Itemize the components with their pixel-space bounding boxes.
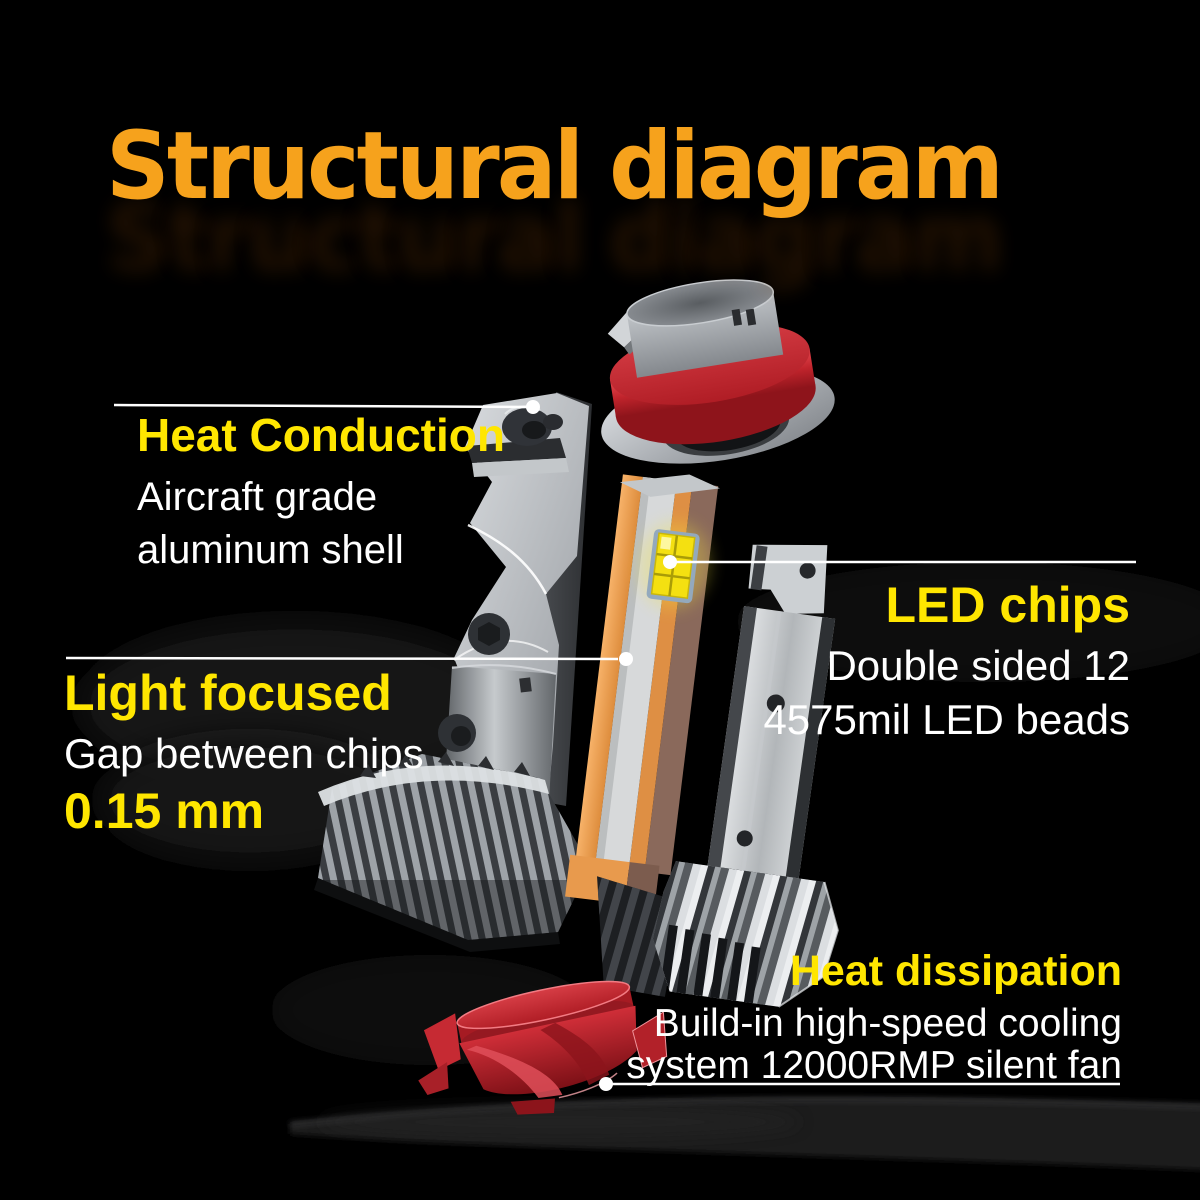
callout-light-focused: Light focused Gap between chips 0.15 mm: [64, 666, 424, 841]
socket-adapter-retainer-ring: [601, 279, 835, 464]
leader-line-led-chips: [663, 555, 1136, 569]
heat-conduction-heading: Heat Conduction: [137, 409, 505, 461]
led-chips-heading: LED chips: [885, 577, 1130, 633]
leader-lines: [65, 400, 1136, 1091]
heat-dissipation-line-1: Build-in high-speed cooling: [653, 1002, 1122, 1046]
led-chips-line-1: Double sided 12: [826, 642, 1130, 689]
led-chip: [638, 521, 711, 610]
heat-conduction-line-2: aluminum shell: [137, 527, 404, 572]
aluminum-shell-left-half: [438, 392, 592, 806]
heat-dissipation-line-2: system 12000RMP silent fan: [626, 1044, 1122, 1088]
led-chips-line-2: 4575mil LED beads: [763, 696, 1130, 743]
leader-line-heat-dissipation: [599, 1077, 1120, 1091]
callout-heat-conduction: Heat Conduction Aircraft grade aluminum …: [137, 410, 505, 577]
aluminum-shell-right-half: [597, 544, 845, 1014]
backdrop-shadows: [80, 562, 1200, 1170]
light-focused-heading: Light focused: [64, 665, 392, 721]
heat-conduction-line-1: Aircraft grade: [137, 474, 378, 519]
light-focused-value: 0.15 mm: [64, 783, 265, 839]
heat-dissipation-heading: Heat dissipation: [789, 947, 1122, 995]
callout-led-chips: LED chips Double sided 12 4575mil LED be…: [763, 578, 1130, 747]
leader-line-light-focused: [65, 652, 633, 666]
shell-skirt-chrome: [645, 859, 845, 1014]
led-pcb-strip: [565, 474, 720, 904]
leader-line-heat-conduction: [113, 400, 540, 414]
callout-heat-dissipation: Heat dissipation Build-in high-speed coo…: [626, 947, 1122, 1088]
page-title: Structural diagram: [106, 112, 1004, 221]
light-focused-line: Gap between chips: [64, 730, 424, 777]
cooling-fan: [418, 980, 668, 1115]
